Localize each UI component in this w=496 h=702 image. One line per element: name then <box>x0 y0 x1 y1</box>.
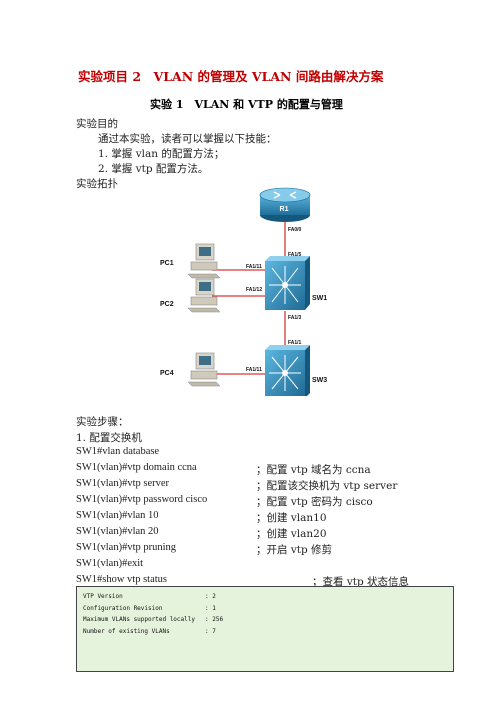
router-label: R1 <box>280 206 289 213</box>
terminal-line: Configuration Revision: 1 <box>83 604 216 612</box>
cmd-line-6: SW1(vlan)#vlan 20 <box>76 526 159 537</box>
cmd-note-6: ；创建 vlan20 <box>256 528 327 540</box>
vtp-status-output: VTP Version: 2 Configuration Revision: 1… <box>76 586 454 672</box>
router-r1: R1 <box>259 187 311 222</box>
cmd-line-5: SW1(vlan)#vlan 10 <box>76 510 159 521</box>
document-title: 实验项目 2 VLAN 的管理及 VLAN 间路由解决方案 <box>78 69 384 84</box>
step-1-heading: 1. 配置交换机 <box>76 432 142 444</box>
port-sw1-fa1-3: FA1/3 <box>288 315 302 321</box>
purpose-intro: 通过本实验，读者可以掌握以下技能： <box>98 133 277 145</box>
cmd-line-7: SW1(vlan)#vtp pruning <box>76 542 177 553</box>
cmd-note-3: ；配置该交换机为 vtp server <box>256 480 398 492</box>
port-sw1-fa1-11: FA1/11 <box>246 264 262 270</box>
port-sw1-fa1-12: FA1/12 <box>246 287 262 293</box>
topology-diagram: R1 <box>160 187 327 396</box>
pc2-label: PC2 <box>160 301 174 308</box>
sw1-label: SW1 <box>312 295 327 302</box>
cmd-line-2: SW1(vlan)#vtp domain ccna <box>76 462 197 473</box>
cmd-note-9: ；查看 vtp 状态信息 <box>312 576 410 588</box>
section-subtitle: 实验 1 VLAN 和 VTP 的配置与管理 <box>150 98 343 111</box>
terminal-line: Maximum VLANs supported locally: 256 <box>83 616 224 623</box>
pc4-icon <box>187 352 221 387</box>
cmd-line-9: SW1#show vtp status <box>76 574 168 585</box>
cmd-note-7: ；开启 vtp 修剪 <box>256 544 333 556</box>
port-fa0-0: FA0/0 <box>288 227 302 233</box>
switch-sw3 <box>265 345 310 396</box>
pc4-label: PC4 <box>160 370 174 377</box>
terminal-line: Number of existing VLANs: 7 <box>83 627 216 635</box>
topology-heading: 实验拓扑 <box>76 178 118 190</box>
port-sw3-fa1-11: FA1/11 <box>246 367 262 373</box>
cmd-note-2: ；配置 vtp 域名为 ccna <box>256 464 371 476</box>
links <box>212 221 286 375</box>
port-sw3-fa1-1: FA1/1 <box>288 340 302 346</box>
pc1-icon <box>187 243 221 279</box>
pc1-label: PC1 <box>160 260 174 267</box>
purpose-item-2: 2. 掌握 vtp 配置方法。 <box>98 163 209 175</box>
terminal-line: VTP Version: 2 <box>83 593 216 600</box>
port-sw1-fa1-5: FA1/5 <box>288 252 302 258</box>
cmd-line-8: SW1(vlan)#exit <box>76 558 144 569</box>
pc2-icon <box>187 278 221 313</box>
switch-sw1 <box>265 256 310 310</box>
cmd-line-1: SW1#vlan database <box>76 446 160 457</box>
steps-heading: 实验步骤： <box>76 416 129 428</box>
cmd-note-5: ；创建 vlan10 <box>256 512 327 524</box>
cmd-line-4: SW1(vlan)#vtp password cisco <box>76 494 208 505</box>
cmd-note-4: ；配置 vtp 密码为 cisco <box>256 496 373 508</box>
purpose-heading: 实验目的 <box>76 118 118 130</box>
sw3-label: SW3 <box>312 377 327 384</box>
purpose-item-1: 1. 掌握 vlan 的配置方法； <box>98 148 225 160</box>
cmd-line-3: SW1(vlan)#vtp server <box>76 478 170 489</box>
